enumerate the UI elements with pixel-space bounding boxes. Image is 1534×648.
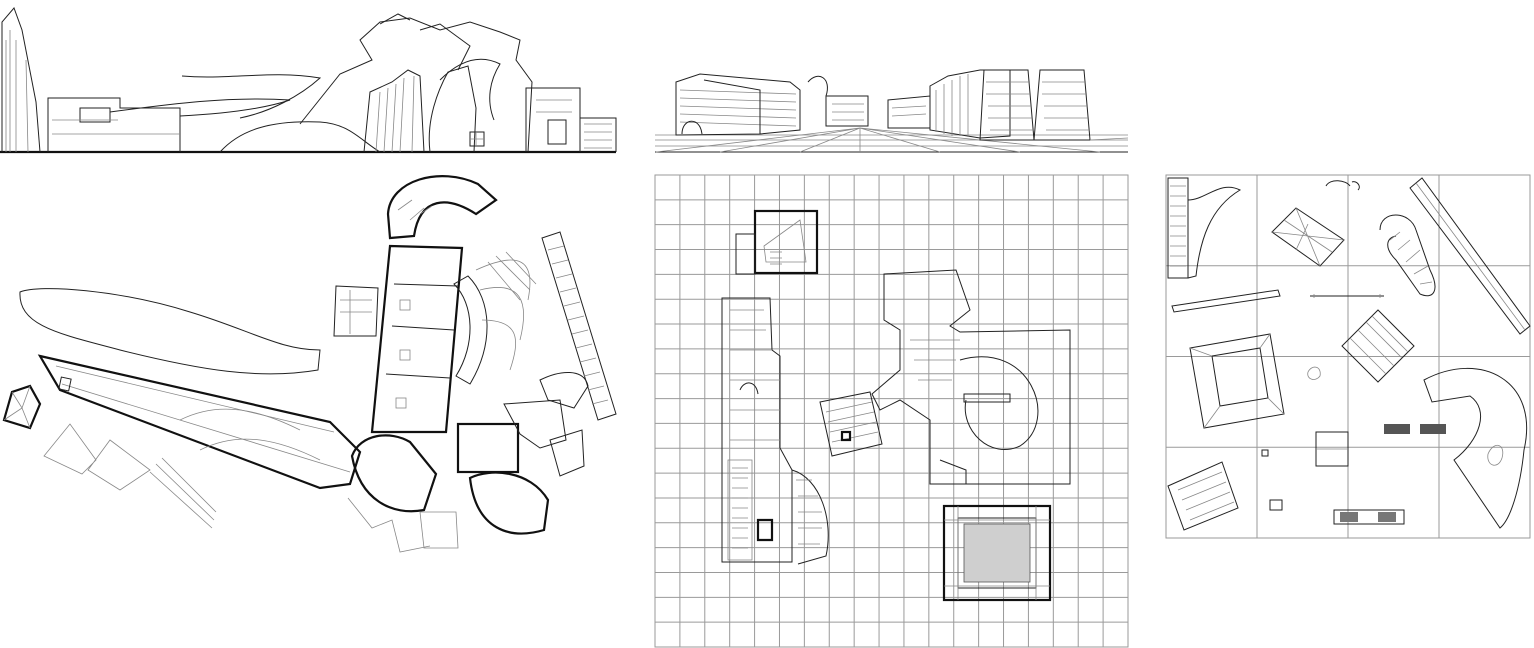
grid-plan-right	[1165, 174, 1531, 539]
perspective-middle	[655, 69, 1129, 153]
mid-grid-lines	[655, 175, 1128, 647]
right-grid-lines	[1166, 175, 1530, 538]
grid-plan-middle	[654, 174, 1129, 648]
elevation-left	[0, 7, 617, 154]
plan-left	[2, 175, 617, 553]
